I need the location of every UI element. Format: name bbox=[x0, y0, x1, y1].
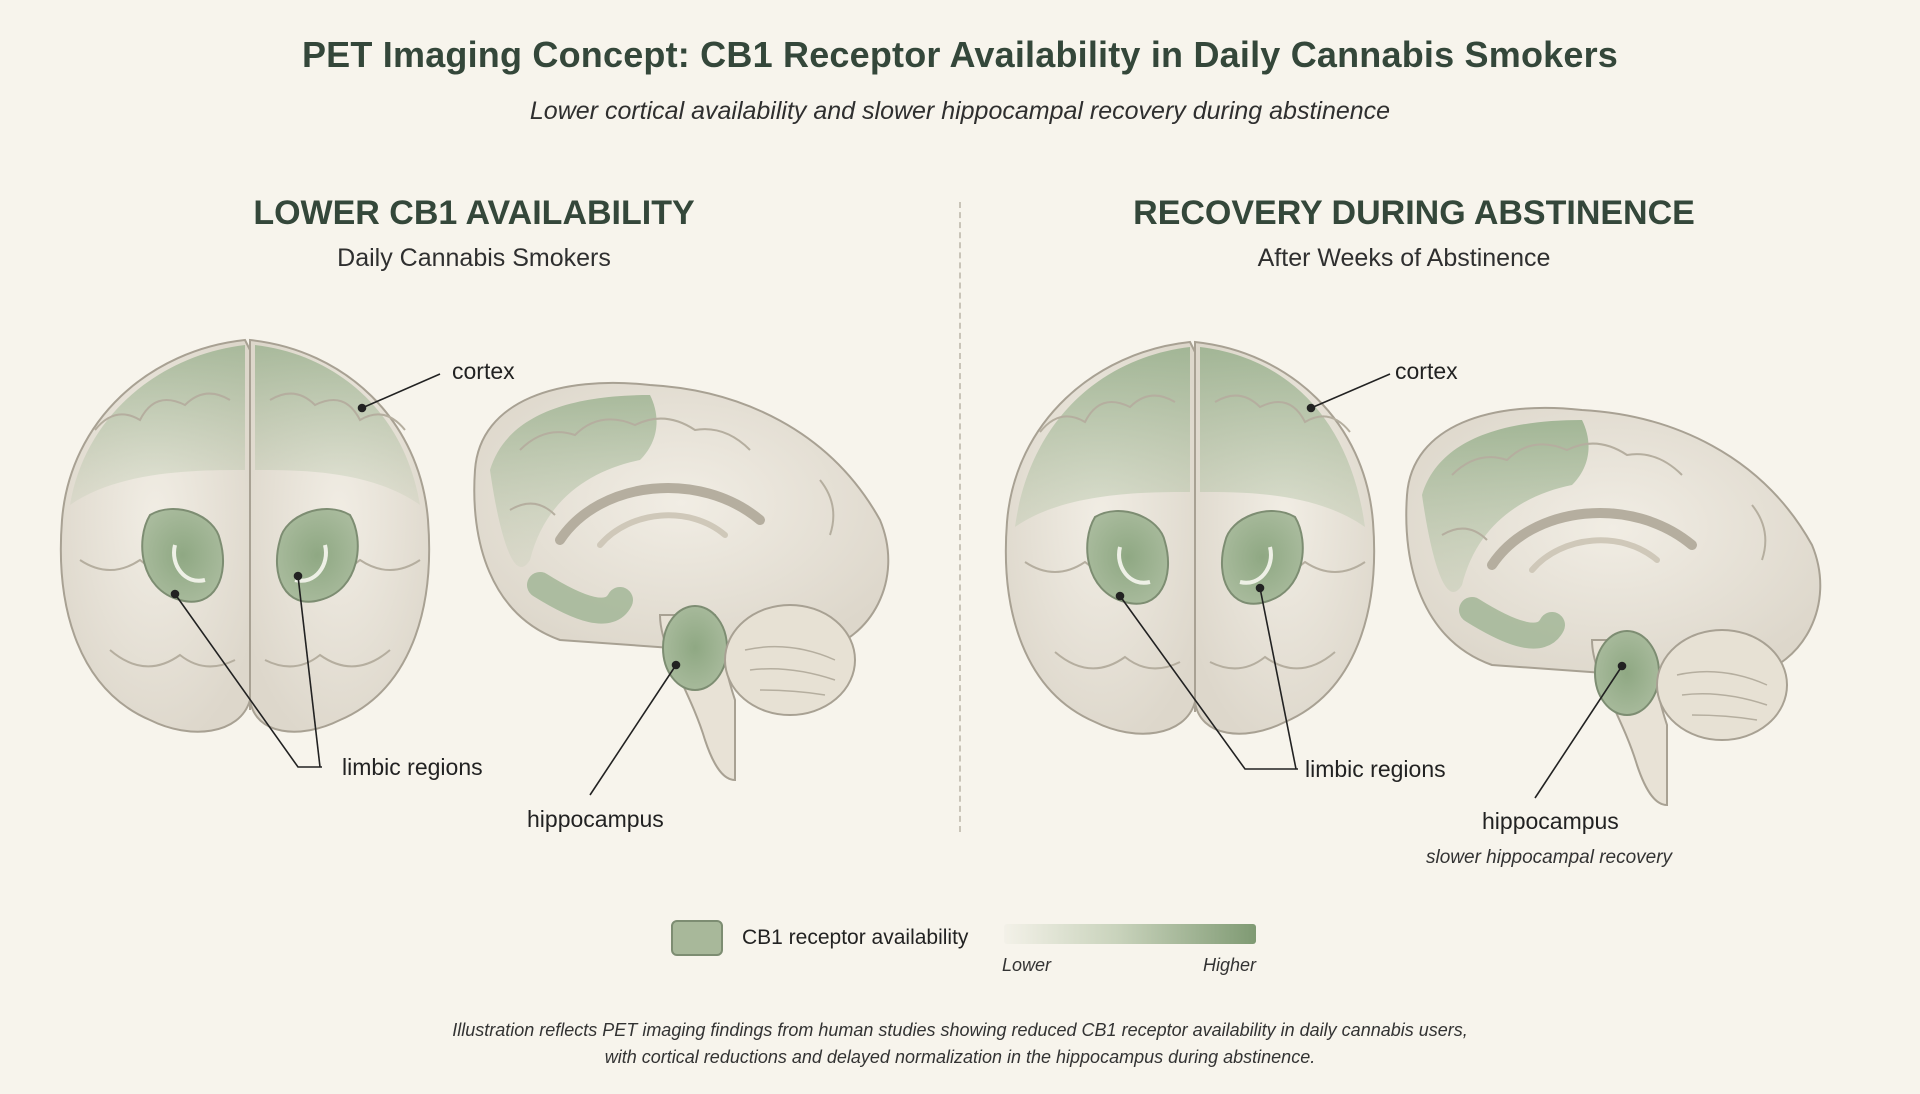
figure-title: PET Imaging Concept: CB1 Receptor Availa… bbox=[301, 34, 1619, 75]
hippocampus-recovery-note: slower hippocampal recovery bbox=[1426, 847, 1673, 868]
scale-low-label: Lower bbox=[1002, 955, 1052, 975]
right-hippocampus-label: hippocampus bbox=[1482, 808, 1619, 834]
left-leader-lines bbox=[170, 373, 681, 796]
left-coronal-brain bbox=[59, 338, 431, 733]
footer-note-line1: Illustration reflects PET imaging findin… bbox=[452, 1020, 1468, 1040]
right-leader-lines bbox=[1115, 373, 1627, 799]
panel-divider bbox=[959, 202, 961, 832]
footer-note-line2: with cortical reductions and delayed nor… bbox=[604, 1047, 1316, 1067]
right-panel-heading: RECOVERY DURING ABSTINENCE bbox=[1133, 194, 1695, 232]
left-panel-subheading: Daily Cannabis Smokers bbox=[337, 244, 611, 272]
left-panel-heading: LOWER CB1 AVAILABILITY bbox=[253, 194, 695, 232]
right-cortex-label: cortex bbox=[1395, 358, 1458, 384]
scale-high-label: Higher bbox=[1203, 955, 1257, 975]
legend-label: CB1 receptor availability bbox=[742, 926, 969, 949]
right-panel-subheading: After Weeks of Abstinence bbox=[1257, 244, 1551, 272]
legend-swatch bbox=[671, 920, 723, 956]
left-sagittal-brain bbox=[473, 381, 890, 782]
availability-gradient-scale bbox=[1004, 924, 1256, 944]
left-hippocampus-label: hippocampus bbox=[527, 806, 664, 832]
figure-subtitle: Lower cortical availability and slower h… bbox=[529, 97, 1391, 125]
right-sagittal-brain bbox=[1405, 406, 1822, 807]
right-coronal-brain bbox=[1004, 340, 1376, 735]
right-limbic-label: limbic regions bbox=[1305, 756, 1446, 782]
left-cortex-label: cortex bbox=[452, 358, 515, 384]
left-limbic-label: limbic regions bbox=[342, 754, 483, 780]
